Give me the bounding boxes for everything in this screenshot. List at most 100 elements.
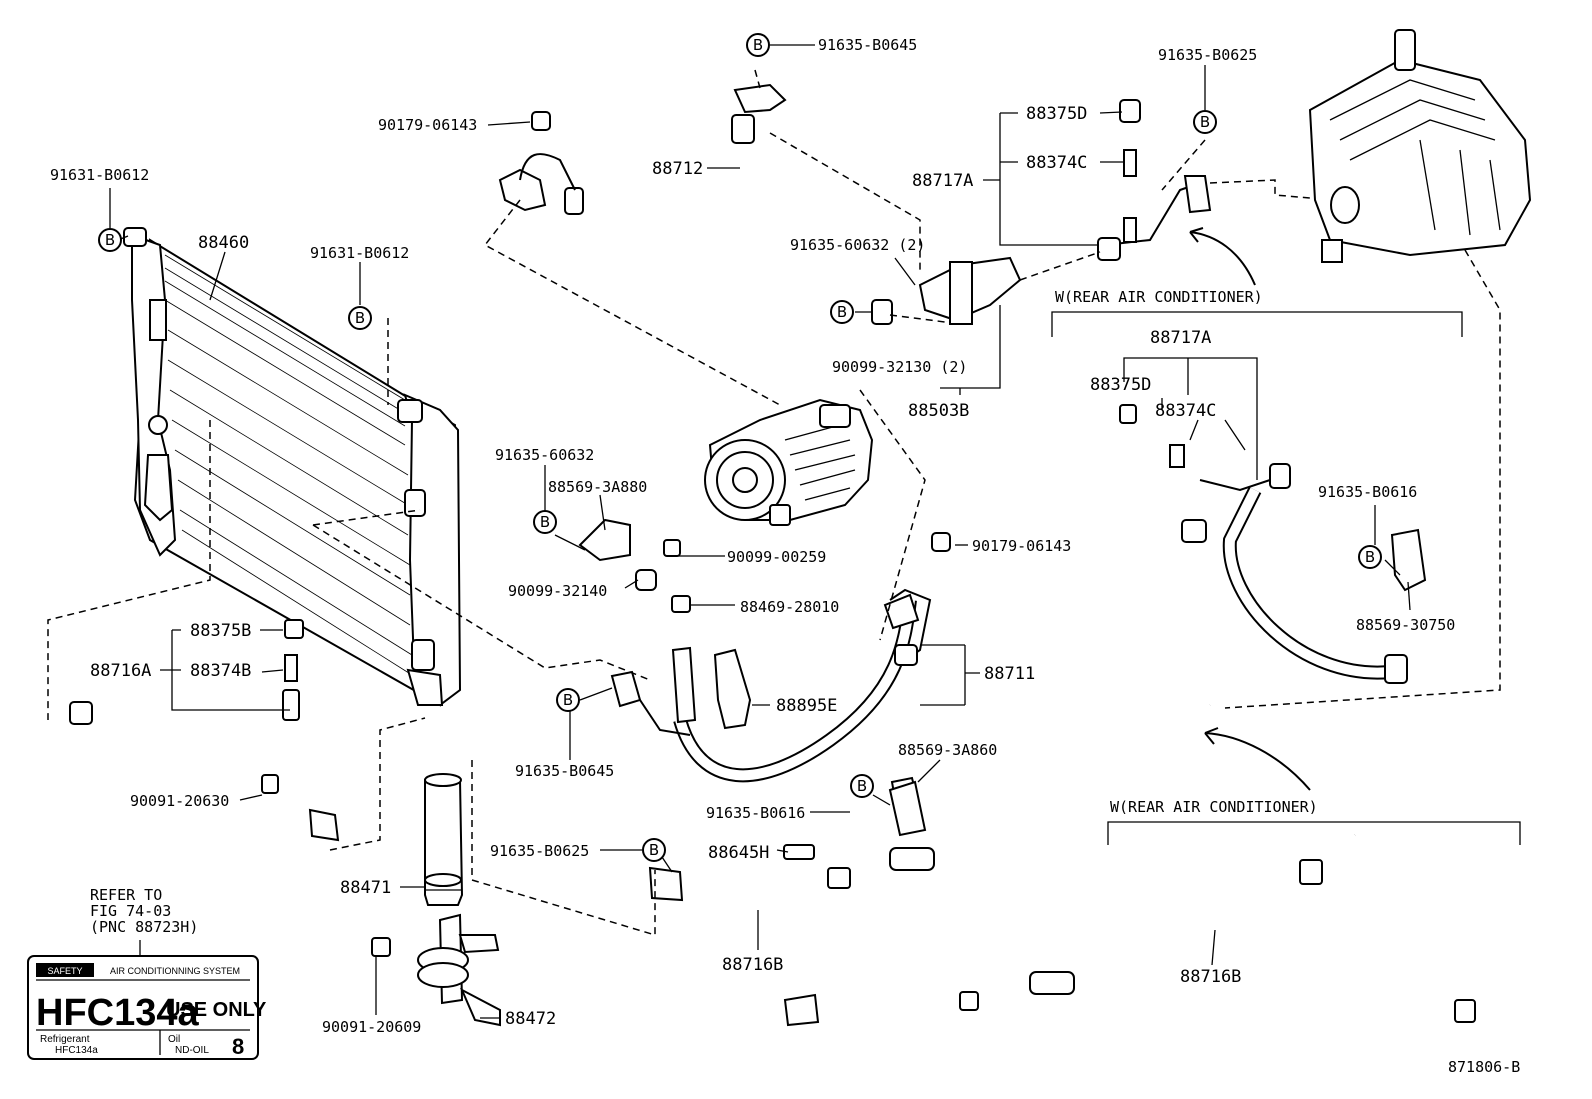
clamp-88569-3A880 [578, 518, 631, 562]
svg-text:B: B [355, 309, 365, 327]
label-90099-32140: 90099-32140 [508, 582, 607, 600]
label-88645H: 88645H [708, 843, 769, 863]
label-88569-3A860: 88569-3A860 [898, 741, 997, 759]
b-marker-5: B [830, 300, 854, 324]
label-88712: 88712 [652, 159, 703, 179]
label-90179-06143-top: 90179-06143 [378, 116, 477, 134]
b-marker-9: B [850, 774, 874, 798]
leader-lines [109, 44, 1411, 1019]
label-88569-3A880: 88569-3A880 [548, 478, 647, 496]
label-88374C-top: 88374C [1026, 153, 1087, 173]
b-marker-4: B [1193, 110, 1217, 134]
label-91635-B0616-low: 91635-B0616 [706, 804, 805, 822]
pipe-88716B-mid [648, 703, 1211, 917]
pipe-88717A-right [1119, 404, 1408, 684]
refrigerant-label-plate: SAFETY AIR CONDITIONNING SYSTEM HFC134a … [27, 955, 267, 1060]
connection-lines [47, 69, 1501, 937]
label-88895E: 88895E [776, 696, 837, 716]
pipe-88717A-top [1097, 99, 1212, 261]
nut-90179-06143-mid [931, 532, 951, 552]
label-90091-20609: 90091-20609 [322, 1018, 421, 1036]
label-91635-B0645-top: 91635-B0645 [818, 36, 917, 54]
clamp-88569-30750 [1390, 528, 1427, 592]
plate-gas: HFC134a [36, 992, 199, 1034]
hose-88712 [498, 83, 787, 306]
label-88717A-right: 88717A [1150, 328, 1211, 348]
bolt-88469-28010 [671, 595, 691, 613]
label-88717A-top: 88717A [912, 171, 973, 191]
b-marker-6: B [1358, 545, 1382, 569]
label-rear-ac-1: W(REAR AIR CONDITIONER) [1055, 288, 1263, 306]
rear-ac-arrows [1189, 227, 1311, 791]
b-marker-1: B [746, 33, 770, 57]
label-91635-B0625-low: 91635-B0625 [490, 842, 589, 860]
label-rear-ac-2: W(REAR AIR CONDITIONER) [1110, 798, 1318, 816]
evaporator-unit [1308, 29, 1532, 263]
label-88716B-mid: 88716B [722, 955, 783, 975]
svg-text:B: B [649, 841, 659, 859]
b-marker-2: B [98, 228, 122, 252]
label-91631-B0612-left: 91631-B0612 [50, 166, 149, 184]
nut-90099-32140 [635, 569, 657, 591]
label-88503B: 88503B [908, 401, 969, 421]
plate-oil-number: 8 [232, 1034, 244, 1059]
svg-text:B: B [753, 36, 763, 54]
label-88374C-right: 88374C [1155, 401, 1216, 421]
label-90099-32130-2: 90099-32130 (2) [832, 358, 967, 376]
label-88711: 88711 [984, 664, 1035, 684]
plate-refrigerant-value: HFC134a [55, 1045, 98, 1056]
plate-oil-caption: Oil [168, 1034, 180, 1045]
compressor [704, 398, 874, 526]
bracket-lines [160, 112, 1521, 845]
svg-text:B: B [105, 231, 115, 249]
plate-refrigerant-caption: Refrigerant [40, 1034, 90, 1045]
nut-90179-06143-top [531, 111, 551, 131]
label-88716B-right: 88716B [1180, 967, 1241, 987]
b-marker-3: B [348, 306, 372, 330]
label-88374B: 88374B [190, 661, 251, 681]
label-88716A: 88716A [90, 661, 151, 681]
label-88375D-top: 88375D [1026, 104, 1087, 124]
clamp-88569-3A860 [888, 780, 927, 837]
label-88375D-right: 88375D [1090, 375, 1151, 395]
svg-text:B: B [540, 513, 550, 531]
pipe-88716A [69, 619, 340, 842]
label-90099-00259: 90099-00259 [727, 548, 826, 566]
svg-text:B: B [563, 691, 573, 709]
label-91635-B0625-top: 91635-B0625 [1158, 46, 1257, 64]
refer-line-3: (PNC 88723H) [90, 918, 198, 936]
b-marker-7: B [533, 510, 557, 534]
b-marker-10: B [642, 838, 666, 862]
label-90091-20630: 90091-20630 [130, 792, 229, 810]
label-88375B: 88375B [190, 621, 251, 641]
label-88469-28010: 88469-28010 [740, 598, 839, 616]
label-88471: 88471 [340, 878, 391, 898]
label-91635-B0645-low: 91635-B0645 [515, 762, 614, 780]
plate-oil-value: ND-OIL [175, 1045, 209, 1056]
svg-text:B: B [857, 777, 867, 795]
refer-line-2: FIG 74-03 [90, 902, 171, 920]
bolt-markers: B B B B B B B B B B [98, 33, 1382, 862]
svg-text:B: B [1200, 113, 1210, 131]
label-88472: 88472 [505, 1009, 556, 1029]
svg-text:B: B [837, 303, 847, 321]
label-88569-30750: 88569-30750 [1356, 616, 1455, 634]
label-91635-B0616-right: 91635-B0616 [1318, 483, 1417, 501]
hose-88711 [610, 588, 932, 783]
label-88460: 88460 [198, 233, 249, 253]
label-90179-06143-mid: 90179-06143 [972, 537, 1071, 555]
pipe-88716B-right [783, 833, 1476, 1027]
plate-use-only: USE ONLY [166, 999, 267, 1021]
expansion-valve [871, 256, 1022, 325]
svg-text:B: B [1365, 548, 1375, 566]
refer-line-1: REFER TO [90, 886, 162, 904]
plate-brand: SAFETY [47, 966, 82, 976]
plate-system: AIR CONDITIONNING SYSTEM [110, 966, 240, 976]
label-91635-60632: 91635-60632 [495, 446, 594, 464]
receiver-dryer [371, 773, 501, 1027]
figure-number: 871806-B [1448, 1058, 1520, 1076]
b-marker-8: B [556, 688, 580, 712]
label-91635-60632-2: 91635-60632 (2) [790, 236, 925, 254]
label-91631-B0612-mid: 91631-B0612 [310, 244, 409, 262]
